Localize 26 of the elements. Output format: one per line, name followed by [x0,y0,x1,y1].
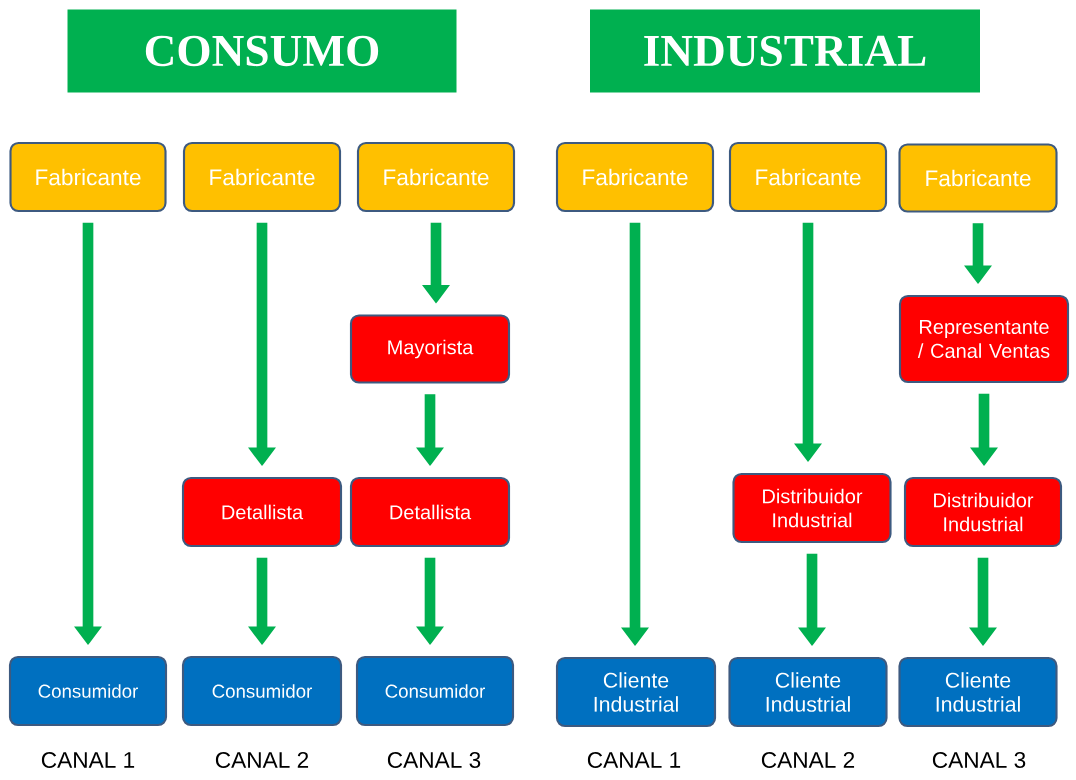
process-box: Fabricante [898,143,1058,213]
process-box: Consumidor [8,655,168,727]
process-box: Consumidor [181,655,343,727]
channel-label: CANAL 1 [41,751,135,769]
process-box: Cliente Industrial [898,656,1058,728]
process-box: Distribuidor Industrial [903,476,1063,548]
process-box: Distribuidor Industrial [732,472,892,544]
channel-label: CANAL 3 [387,751,481,769]
channel-label: CANAL 2 [215,751,309,769]
process-box: Representante / Canal Ventas [898,294,1070,384]
process-box: Cliente Industrial [728,656,888,728]
channel-label: CANAL 2 [761,751,855,769]
channel-label: CANAL 3 [932,751,1026,769]
process-box: Detallista [181,476,343,548]
channel-label: CANAL 1 [587,751,681,769]
process-box: Fabricante [356,141,516,213]
process-box: Cliente Industrial [555,656,717,728]
process-box: Fabricante [9,141,167,213]
process-box: Consumidor [355,655,515,727]
header-box: INDUSTRIAL [590,9,980,93]
header-box: CONSUMO [67,9,457,93]
process-box: Fabricante [555,141,715,213]
process-box: Fabricante [728,141,888,213]
process-box: Fabricante [182,141,342,213]
process-box: Detallista [349,476,511,548]
process-box: Mayorista [349,314,511,384]
